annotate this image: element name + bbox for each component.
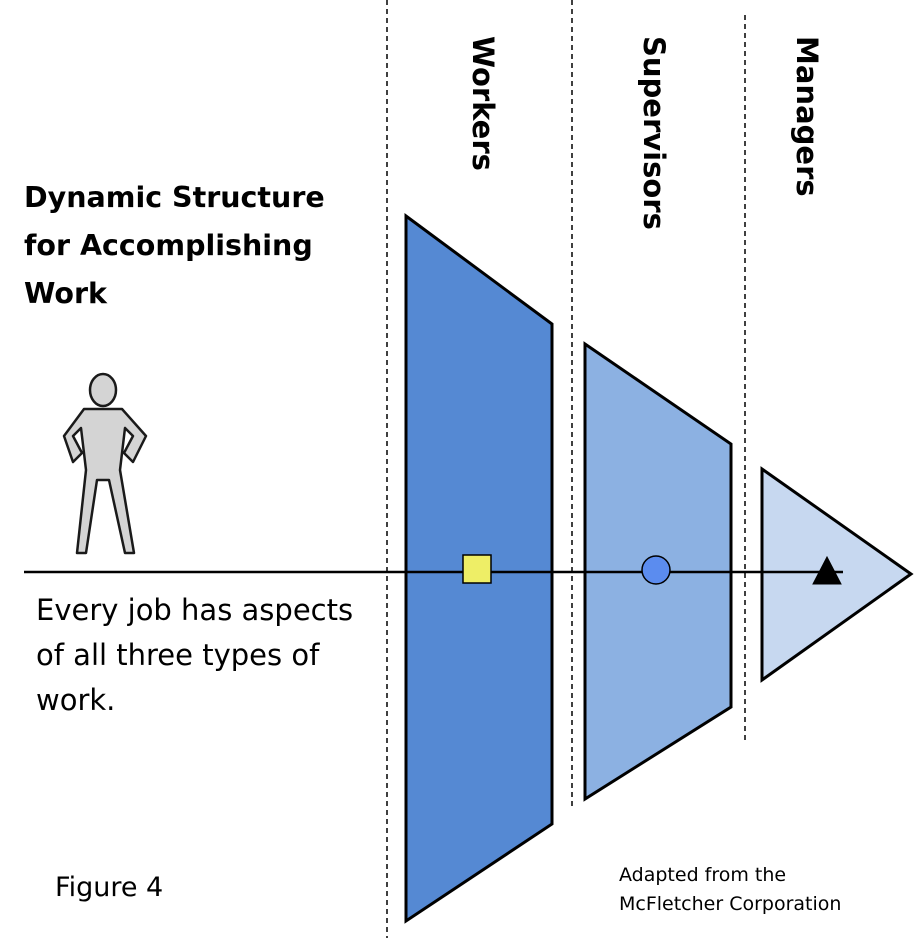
- diagram-title: Dynamic Structure for Accomplishing Work: [24, 174, 354, 318]
- standing-person-icon: [62, 372, 148, 555]
- note-line-1: Every job has aspects: [36, 593, 354, 627]
- triangle-marker-icon: [812, 555, 842, 585]
- column-label-supervisors: Supervisors: [637, 36, 671, 230]
- figure-label: Figure 4: [55, 872, 164, 903]
- square-marker-icon: [462, 554, 492, 584]
- circle-marker-icon: [641, 555, 671, 585]
- note-line-2: of all three types of: [36, 638, 320, 672]
- credit-line-2: McFletcher Corporation: [619, 893, 842, 915]
- title-line-2: for Accomplishing: [24, 229, 313, 262]
- job-aspects-note: Every job has aspects of all three types…: [36, 588, 376, 723]
- column-label-workers: Workers: [466, 36, 500, 171]
- title-line-1: Dynamic Structure: [24, 181, 325, 214]
- title-line-3: Work: [24, 277, 108, 310]
- note-line-3: work.: [36, 683, 116, 717]
- credit-line-1: Adapted from the: [619, 864, 787, 886]
- source-credit: Adapted from the McFletcher Corporation: [619, 861, 841, 919]
- column-label-managers: Managers: [790, 36, 824, 197]
